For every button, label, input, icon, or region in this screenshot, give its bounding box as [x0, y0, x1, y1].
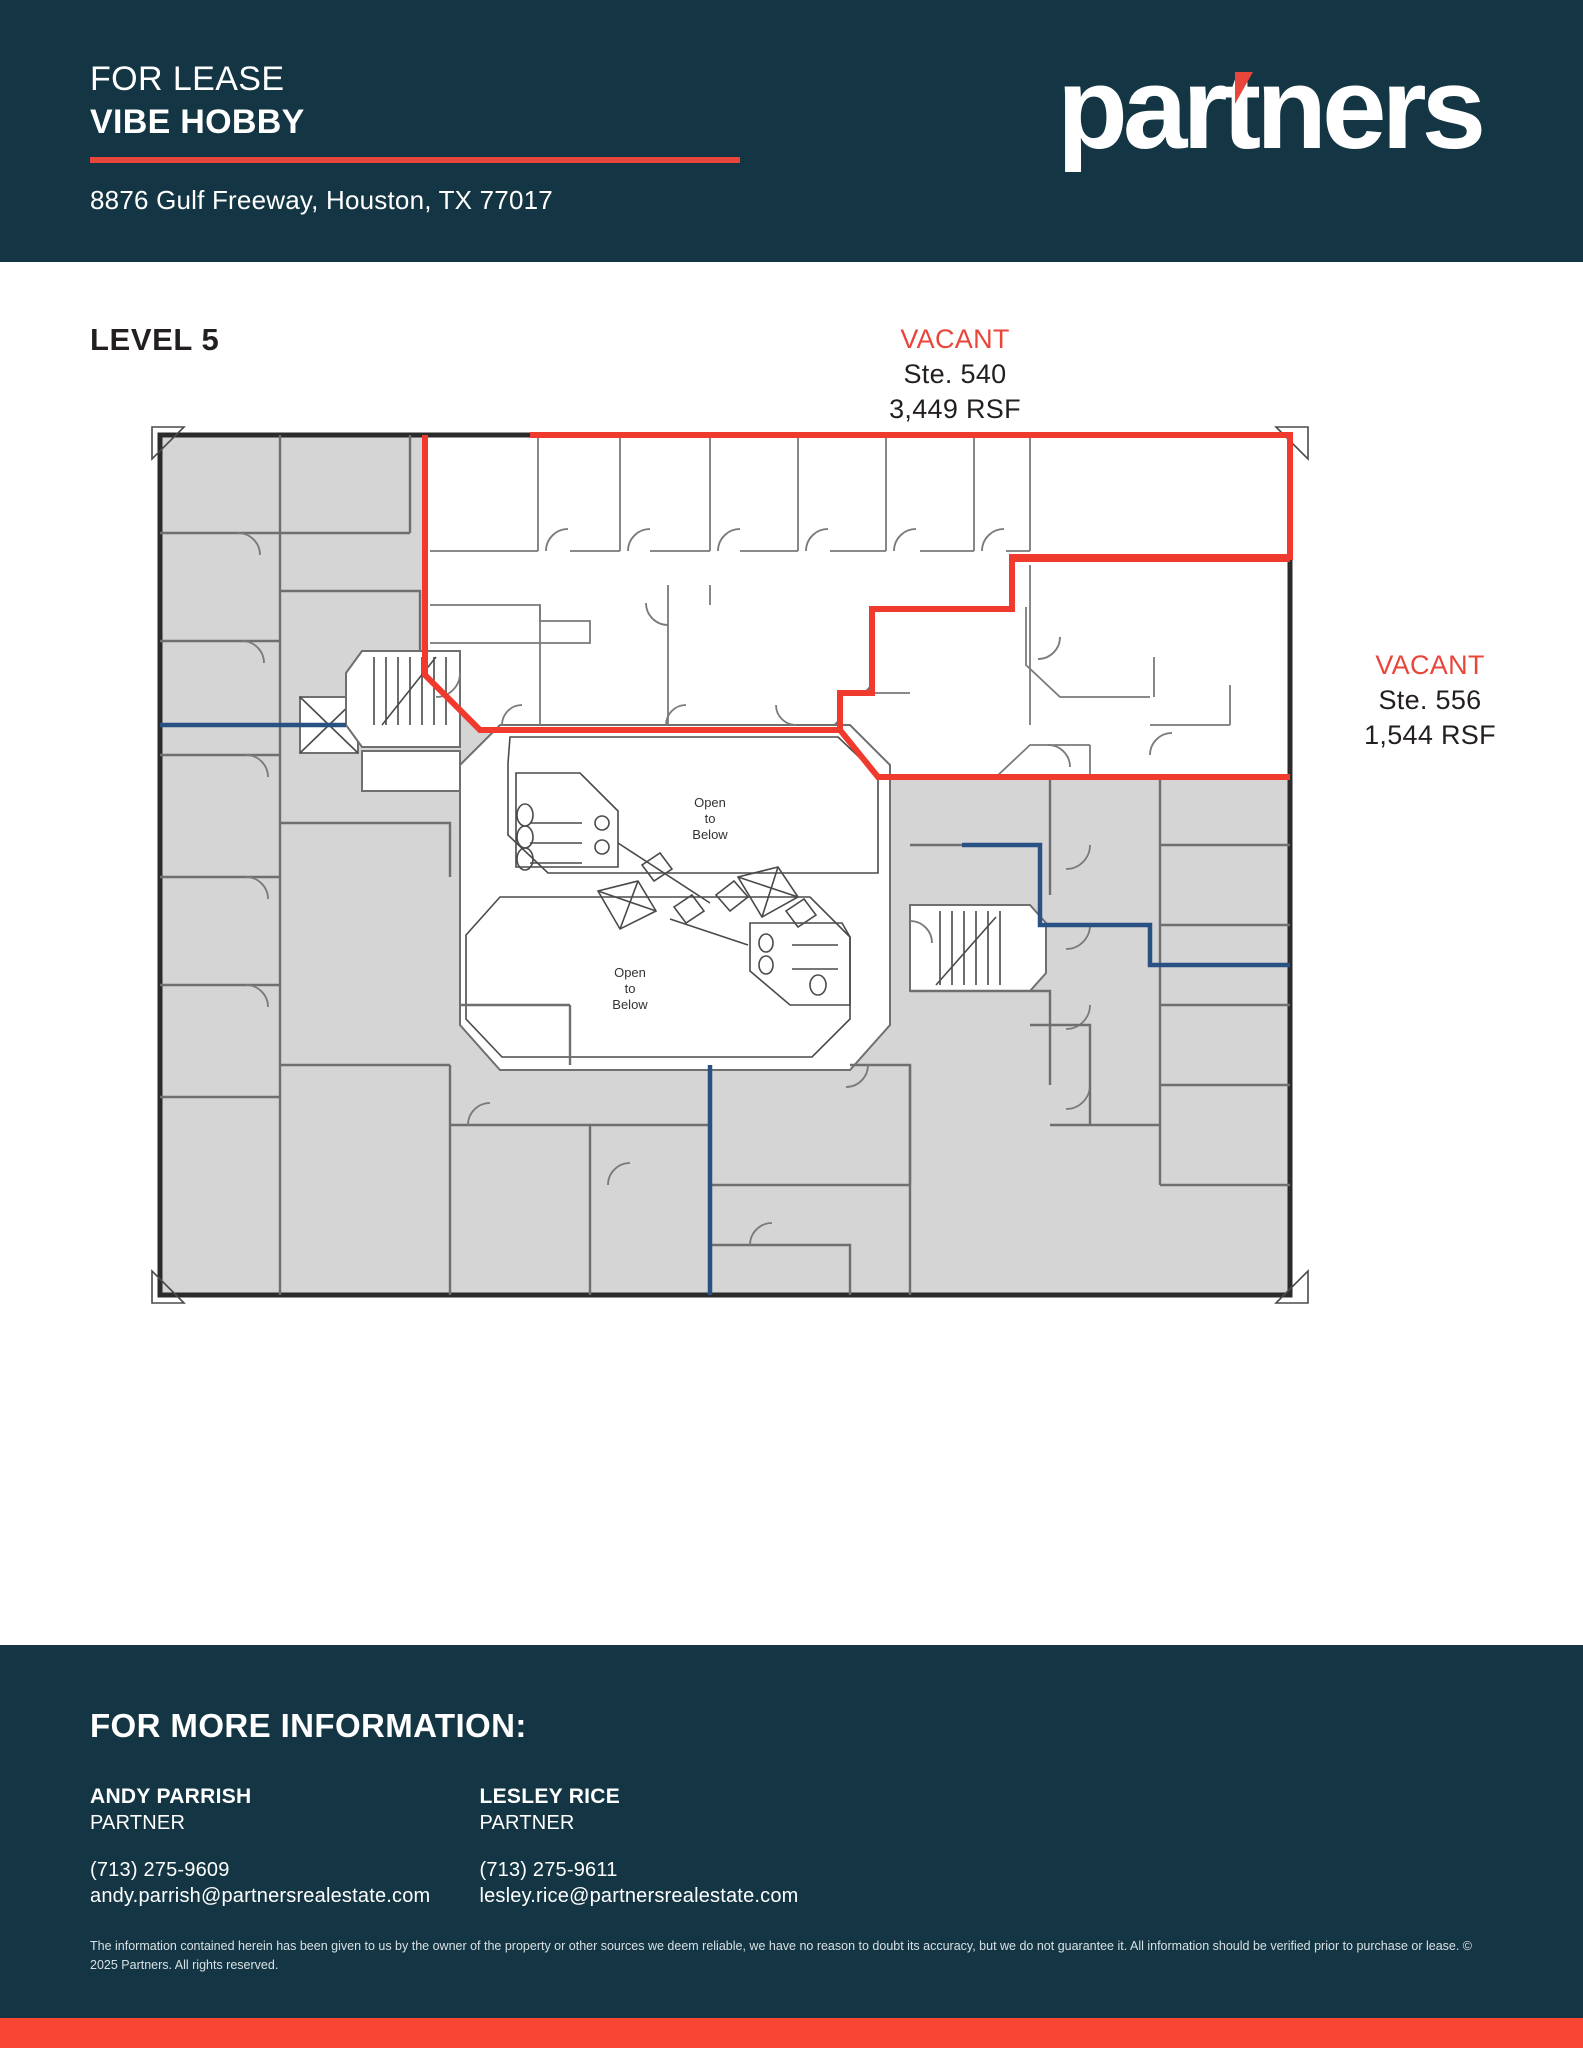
plan-corridor-lines	[160, 722, 1290, 1295]
header-text-block: FOR LEASE VIBE HOBBY 8876 Gulf Freeway, …	[90, 60, 740, 216]
footer-red-bar	[0, 2018, 1583, 2048]
atrium-lower-label-line1: Open	[614, 965, 646, 980]
contact-email[interactable]: andy.parrish@partnersrealestate.com	[90, 1885, 431, 1907]
callout-556-rsf: 1,544 RSF	[1364, 720, 1496, 751]
contact-email[interactable]: lesley.rice@partnersrealestate.com	[479, 1885, 799, 1907]
atrium-upper-label-line1: Open	[694, 795, 726, 810]
contacts-list: ANDY PARRISH PARTNER (713) 275-9609 andy…	[90, 1785, 1490, 1908]
contact-card: ANDY PARRISH PARTNER (713) 275-9609 andy…	[90, 1785, 475, 1908]
partners-logo-wordmark: partners	[1057, 52, 1482, 172]
property-name: VIBE HOBBY	[90, 102, 305, 141]
plan-walls-left-wing	[160, 435, 452, 1295]
footer-banner: FOR MORE INFORMATION: ANDY PARRISH PARTN…	[0, 1645, 1583, 2018]
callout-suite-556: VACANT Ste. 556 1,544 RSF	[1280, 648, 1580, 753]
property-address: 8876 Gulf Freeway, Houston, TX 77017	[90, 184, 553, 215]
plan-walls-suite-556	[995, 565, 1231, 778]
contact-title: PARTNER	[479, 1812, 575, 1834]
callout-suite-540: VACANT Ste. 540 3,449 RSF	[795, 322, 1115, 427]
atrium-lower-label-line3: Below	[612, 997, 648, 1012]
plan-vacant-boundary-556	[837, 556, 1290, 780]
partners-logo: partners	[1057, 52, 1487, 172]
atrium-upper-label-line2: to	[705, 811, 716, 826]
plan-walls-bottom-wing	[280, 1003, 1092, 1295]
contact-title: PARTNER	[90, 1812, 186, 1834]
contact-phone[interactable]: (713) 275-9611	[479, 1859, 618, 1881]
logo-accent-triangle-icon	[1235, 72, 1253, 104]
for-lease-label: FOR LEASE	[90, 60, 285, 98]
floor-plan-drawing: .occ { fill:#d5d5d5; stroke:#6f6f6f; str…	[151, 426, 1309, 1304]
plan-stair-upper	[345, 650, 461, 792]
contact-name: LESLEY RICE	[479, 1785, 621, 1808]
plan-stair-lower	[909, 904, 1047, 992]
footer-heading: FOR MORE INFORMATION:	[90, 1707, 527, 1744]
level-title: LEVEL 5	[90, 322, 220, 357]
plan-atrium-lower: Open to Below	[465, 851, 851, 1058]
header-banner: FOR LEASE VIBE HOBBY 8876 Gulf Freeway, …	[0, 0, 1583, 262]
callout-540-suite: Ste. 540	[903, 359, 1007, 390]
disclaimer-text: The information contained herein has bee…	[90, 1939, 1473, 1973]
header-divider	[90, 156, 740, 163]
contact-phone[interactable]: (713) 275-9609	[90, 1859, 230, 1881]
callout-540-rsf: 3,449 RSF	[889, 394, 1021, 425]
contact-card: LESLEY RICE PARTNER (713) 275-9611 lesle…	[479, 1785, 798, 1908]
callout-556-status: VACANT	[1375, 650, 1485, 680]
callout-540-status: VACANT	[900, 324, 1010, 354]
plan-walls-suite-540	[430, 435, 1031, 726]
atrium-lower-label-line2: to	[625, 981, 636, 996]
contact-name: ANDY PARRISH	[90, 1785, 252, 1808]
callout-556-suite: Ste. 556	[1378, 685, 1482, 716]
atrium-upper-label-line3: Below	[692, 827, 728, 842]
